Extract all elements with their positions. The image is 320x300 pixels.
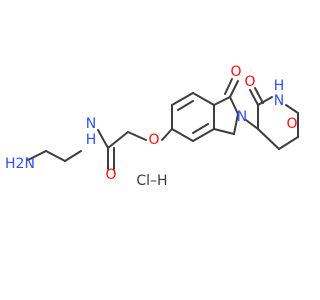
glutarimide-n-label: N <box>274 93 284 109</box>
salt-label: Cl–H <box>136 173 167 189</box>
bond-n-glut-ch <box>245 119 259 130</box>
bond-ether-o-aryl <box>161 128 173 141</box>
bond-ar-6-1 <box>171 128 194 142</box>
bond-carbonyl-ch2 <box>107 131 129 149</box>
bond-ar-inner-2 <box>192 123 209 134</box>
bond-ar-inner-1 <box>177 100 194 111</box>
bond-lactam-co-1 <box>229 80 239 98</box>
bond-glut-6-1 <box>257 128 280 150</box>
bond-carbonyl-ar <box>213 96 231 106</box>
bond-c1-c2 <box>45 150 66 162</box>
bond-n-c1 <box>27 150 47 161</box>
bond-glut-5-6 <box>278 136 299 150</box>
chemical-structure-diagram: H2N N H O O O N O N H O Cl–H <box>5 64 299 189</box>
amide-h-label: H <box>86 132 97 148</box>
bond-glut-3-4 <box>285 104 299 114</box>
bond-glut-2-3 <box>257 96 273 106</box>
glutarimide-o2-label: O <box>286 116 297 132</box>
bond-ar-5-6 <box>192 128 215 142</box>
isoindolinone-n-label: N <box>237 109 247 125</box>
bond-lactam-co-2 <box>224 78 233 95</box>
bond-n-carbonyl <box>229 96 239 115</box>
bond-ar-c5-ch2 <box>213 128 235 135</box>
bond-ch2-n <box>233 113 239 135</box>
lactam-o-label: O <box>230 64 241 80</box>
amine-label: H2N <box>5 156 35 172</box>
bond-nh-carbonyl <box>97 129 109 149</box>
amide-o-label: O <box>105 167 116 183</box>
amide-n-label: N <box>86 116 96 132</box>
bond-layer <box>27 78 299 170</box>
atom-label-layer: H2N N H O O O N O N H O <box>5 64 297 183</box>
bond-glut-co1-b <box>254 87 264 104</box>
glutarimide-h-label: H <box>274 78 285 94</box>
glutarimide-o1-label: O <box>244 74 255 90</box>
bond-ch2-ether-o <box>127 131 147 141</box>
ether-o-label: O <box>148 132 159 148</box>
bond-c2-nh <box>64 150 82 162</box>
bond-ar-2-3 <box>171 92 194 106</box>
bond-glut-co1-a <box>249 89 259 106</box>
bond-ar-3-4 <box>192 92 215 106</box>
